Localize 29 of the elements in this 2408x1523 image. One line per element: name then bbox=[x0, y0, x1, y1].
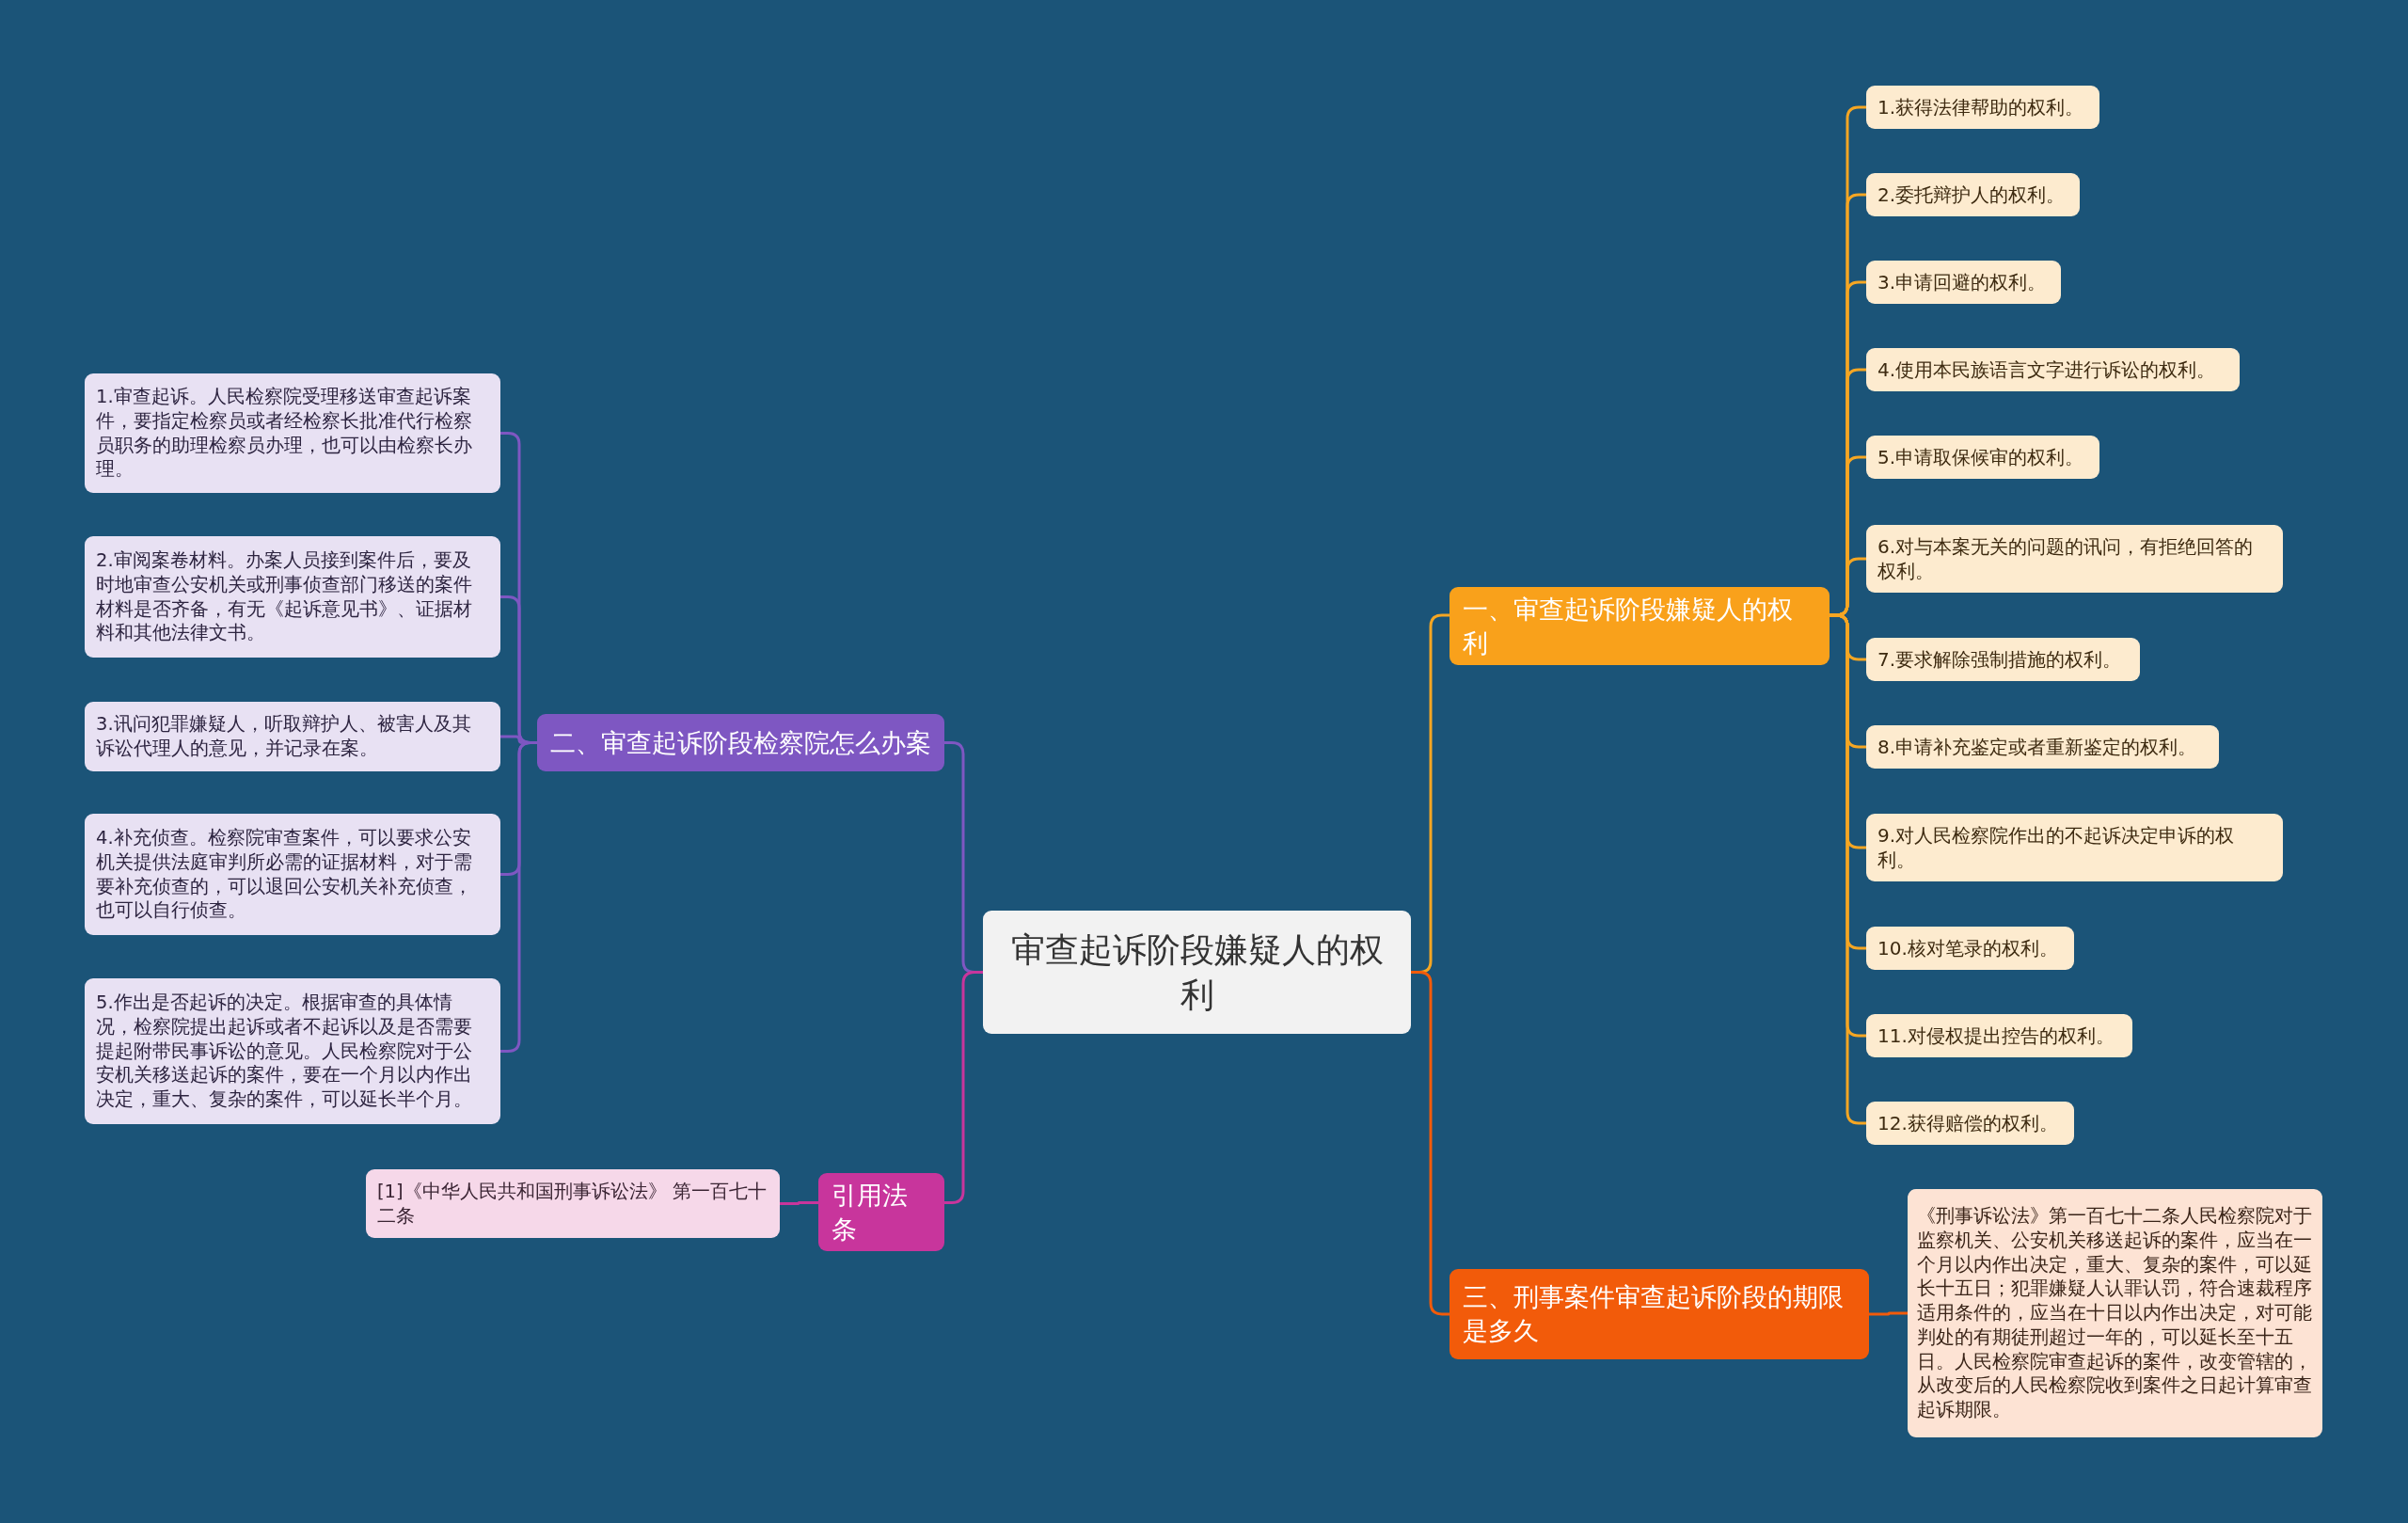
subtopic-box: [1]《中华人民共和国刑事诉讼法》 第一百七十二条 bbox=[366, 1169, 780, 1238]
subtopic-box: 6.对与本案无关的问题的讯问，有拒绝回答的权利。 bbox=[1866, 525, 2283, 593]
topic-box: 三、刑事案件审查起诉阶段的期限是多久 bbox=[1450, 1269, 1869, 1359]
subtopic-box: 7.要求解除强制措施的权利。 bbox=[1866, 638, 2140, 681]
subtopic-box: 5.申请取保候审的权利。 bbox=[1866, 436, 2099, 479]
connector-line bbox=[1411, 971, 1450, 1316]
subtopic-box: 5.作出是否起诉的决定。根据审查的具体情况，检察院提出起诉或者不起诉以及是否需要提起附带民事诉讼的意见。人民检察院对于公安机关移送起诉的案件，要在一个月以内作出决定，重大、复杂的案件，可以延长半个月。 bbox=[85, 978, 500, 1124]
central-topic-box: 审查起诉阶段嫌疑人的权利 bbox=[983, 911, 1411, 1034]
connector-line bbox=[500, 741, 537, 1053]
topic-box: 二、审查起诉阶段检察院怎么办案 bbox=[537, 714, 944, 771]
subtopic-box: 11.对侵权提出控告的权利。 bbox=[1866, 1014, 2132, 1057]
subtopic-box: 2.委托辩护人的权利。 bbox=[1866, 173, 2080, 216]
subtopic-box: 10.核对笔录的权利。 bbox=[1866, 927, 2074, 970]
subtopic-box: 8.申请补充鉴定或者重新鉴定的权利。 bbox=[1866, 725, 2219, 769]
subtopic-box: 2.审阅案卷材料。办案人员接到案件后，要及时地审查公安机关或刑事侦查部门移送的案件材料是否齐备，有无《起诉意见书》、证据材料和其他法律文书。 bbox=[85, 536, 500, 658]
subtopic-box: 9.对人民检察院作出的不起诉决定申诉的权利。 bbox=[1866, 814, 2283, 881]
subtopic-box: 12.获得赔偿的权利。 bbox=[1866, 1102, 2074, 1145]
topic-box: 一、审查起诉阶段嫌疑人的权利 bbox=[1450, 587, 1830, 666]
subtopic-box: 3.申请回避的权利。 bbox=[1866, 261, 2061, 304]
subtopic-box: 4.补充侦查。检察院审查案件，可以要求公安机关提供法庭审判所必需的证据材料，对于需要补充侦查的，可以退回公安机关补充侦查，也可以自行侦查。 bbox=[85, 814, 500, 935]
subtopic-box: 《刑事诉讼法》第一百七十二条人民检察院对于监察机关、公安机关移送起诉的案件，应当在一个月以内作出决定，重大、复杂的案件，可以延长十五日；犯罪嫌疑人认罪认罚，符合速裁程序适用条件的，应当在十日以内作出决定，对可能判处的有期徒刑超过一年的，可以延长至十五日。人民检察院审查起诉的案件，改变管辖的，从改变后的人民检察院收到案件之日起计算审查起诉期限。 bbox=[1908, 1189, 2322, 1437]
subtopic-box: 1.审查起诉。人民检察院受理移送审查起诉案件，要指定检察员或者经检察长批准代行检察员职务的助理检察员办理，也可以由检察长办理。 bbox=[85, 373, 500, 493]
connector-line bbox=[780, 1201, 818, 1205]
topic-box: 引用法条 bbox=[818, 1173, 944, 1252]
subtopic-box: 4.使用本民族语言文字进行诉讼的权利。 bbox=[1866, 348, 2240, 391]
connector-line bbox=[1869, 1311, 1908, 1316]
connector-line bbox=[944, 971, 983, 1204]
subtopic-box: 3.讯问犯罪嫌疑人，听取辩护人、被害人及其诉讼代理人的意见，并记录在案。 bbox=[85, 702, 500, 771]
subtopic-box: 1.获得法律帮助的权利。 bbox=[1866, 86, 2099, 129]
